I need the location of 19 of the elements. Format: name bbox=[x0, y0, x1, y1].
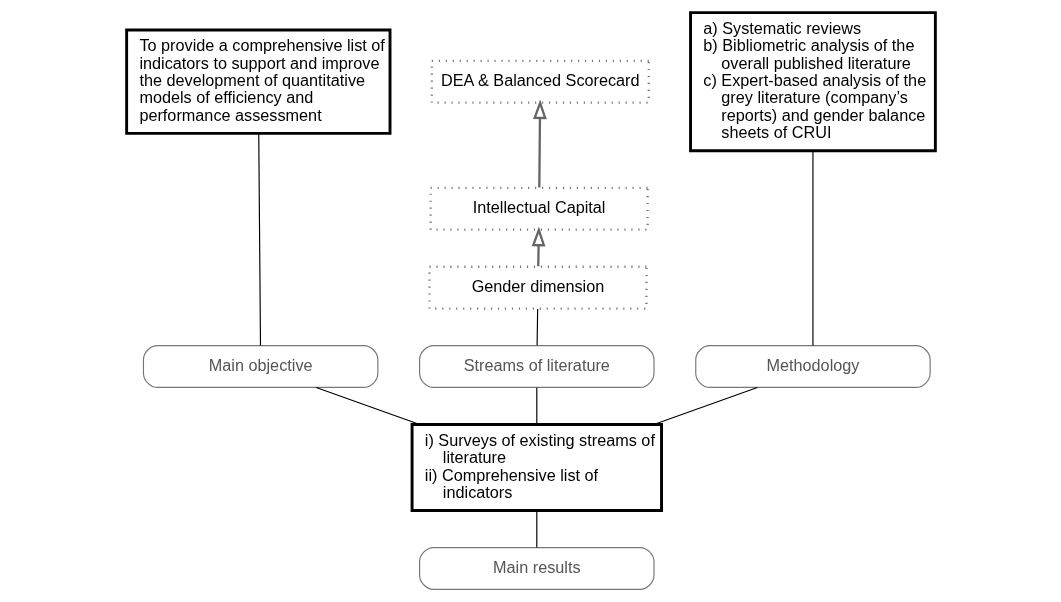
arrow bbox=[531, 226, 545, 267]
arrow bbox=[532, 99, 547, 188]
node-box: Streams of literature bbox=[418, 345, 655, 388]
node-box: Intellectual Capital bbox=[428, 186, 649, 231]
connector bbox=[811, 150, 814, 347]
node-box: a) Systematic reviews b) Bibliometric analysis of the overall published literature c) Expert-based analysis of the grey literature (company’s reports) and gender balance sheets of CRUI bbox=[688, 11, 937, 153]
node-box: To provide a comprehensive list of indicators to support and improve the development of quantitative models of efficiency and performance assessment bbox=[124, 28, 391, 135]
connector bbox=[652, 387, 758, 426]
connector bbox=[536, 308, 538, 346]
connector bbox=[315, 387, 420, 426]
node-box: i) Surveys of existing streams of literature ii) Comprehensive list of indicators bbox=[410, 423, 663, 512]
node-box: Methodology bbox=[694, 345, 931, 388]
node-box: DEA & Balanced Scorecard bbox=[430, 59, 650, 104]
connector bbox=[535, 387, 537, 425]
node-box: Main objective bbox=[142, 345, 378, 388]
connector bbox=[257, 132, 261, 346]
node-box: Main results bbox=[418, 546, 655, 590]
node-box: Gender dimension bbox=[427, 265, 648, 310]
connector bbox=[535, 509, 537, 548]
